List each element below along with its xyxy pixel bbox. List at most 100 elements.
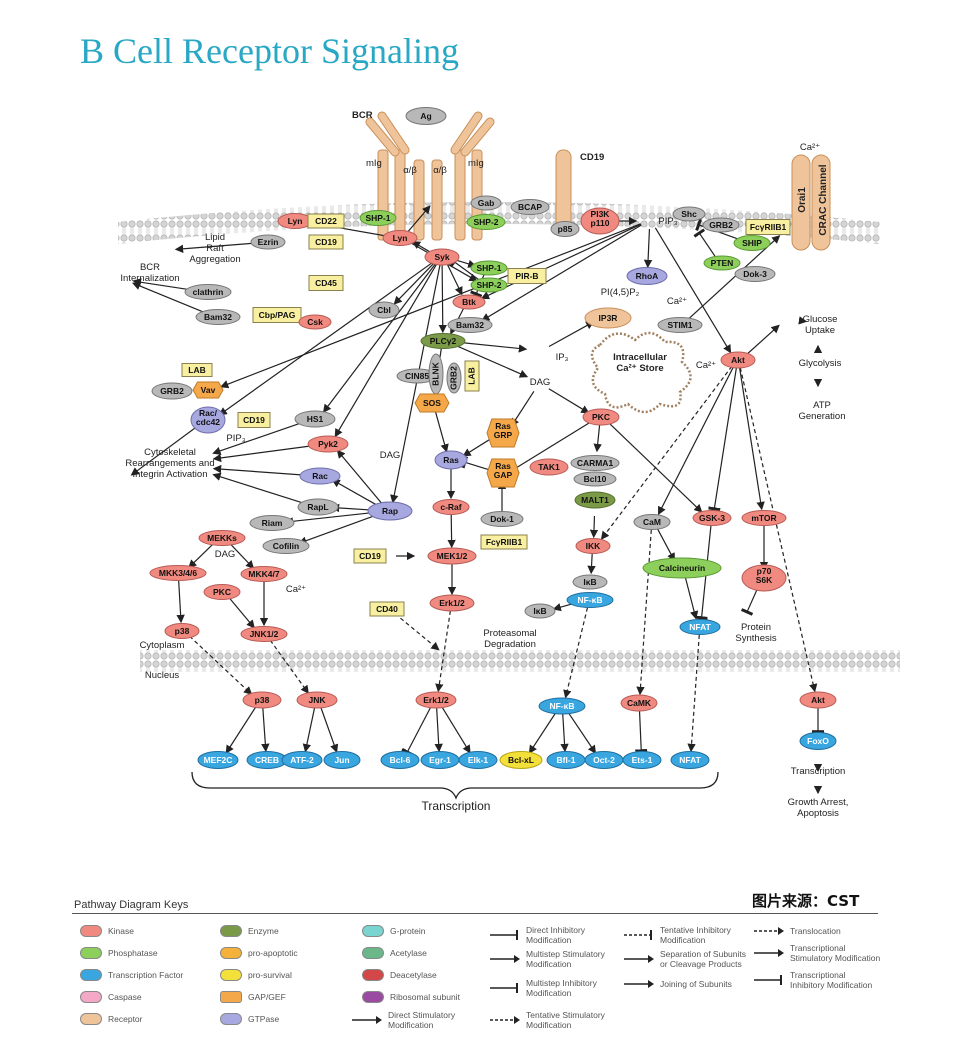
legend-swatch — [220, 925, 242, 937]
legend-arrow-item: Separation of Subunits or Cleavage Produ… — [622, 949, 752, 969]
svg-text:CD40: CD40 — [376, 604, 398, 614]
legend-label: Kinase — [108, 926, 134, 936]
pathway-edge — [739, 367, 765, 511]
pathway-edge — [269, 639, 309, 694]
svg-text:LAB: LAB — [466, 367, 476, 384]
legend-swatch — [80, 991, 102, 1003]
svg-text:SHIP: SHIP — [742, 238, 762, 248]
transcription-brace — [191, 771, 719, 800]
svg-text:Akt: Akt — [731, 355, 745, 365]
node-creb: CREB — [246, 751, 288, 769]
svg-text:CREB: CREB — [255, 755, 279, 765]
nuclear-membrane — [140, 650, 900, 672]
label-ca2b: Ca²⁺ — [667, 296, 687, 307]
legend-arrow-icon — [490, 955, 520, 963]
node-shp2a: SHP-2 — [466, 214, 506, 230]
pathway-edge — [446, 263, 463, 296]
svg-text:Growth Arrest,Apoptosis: Growth Arrest,Apoptosis — [788, 797, 849, 819]
legend-arrow-item: Transcriptional Inhibitory Modification — [752, 970, 882, 990]
legend-swatch — [80, 925, 102, 937]
svg-text:Cytoplasm: Cytoplasm — [140, 640, 185, 651]
node-plcg2: PLCγ2 — [420, 333, 466, 349]
node-stim1: STIM1 — [657, 317, 703, 333]
node-shc: Shc — [672, 206, 706, 222]
label-bcr: BCR — [352, 110, 373, 121]
crac-channel — [791, 154, 831, 251]
svg-text:CD19: CD19 — [359, 551, 381, 561]
svg-text:Erk1/2: Erk1/2 — [439, 598, 465, 608]
pathway-edge — [654, 227, 732, 354]
pathway-edge — [510, 420, 593, 475]
svg-text:Jun: Jun — [334, 755, 349, 765]
node-gab: Gab — [470, 195, 502, 211]
svg-text:Ca²⁺: Ca²⁺ — [286, 584, 306, 595]
node-mef2c: MEF2C — [197, 751, 239, 769]
node-btk: Btk — [452, 294, 486, 310]
node-rapl: RapL — [297, 498, 339, 516]
legend-arrow-item: Multistep Stimulatory Modification — [488, 949, 618, 969]
node-csk: Csk — [298, 314, 332, 330]
legend-swatch — [80, 1013, 102, 1025]
svg-text:DAG: DAG — [380, 450, 401, 461]
node-p38a: p38 — [164, 623, 200, 639]
node-malt1: MALT1 — [574, 491, 616, 509]
svg-text:Cbl: Cbl — [377, 305, 391, 315]
pathway-edge — [174, 241, 263, 253]
svg-text:Rac: Rac — [312, 471, 328, 481]
legend-item: Kinase — [80, 925, 134, 937]
svg-text:Ca²⁺: Ca²⁺ — [800, 142, 820, 153]
pathway-edge — [567, 711, 597, 754]
svg-text:Bcl-6: Bcl-6 — [390, 755, 411, 765]
svg-text:Lyn: Lyn — [288, 216, 303, 226]
node-tak1: TAK1 — [529, 458, 569, 476]
pathway-edge — [589, 515, 599, 539]
node-jnk12: JNK1/2 — [240, 626, 288, 642]
svg-text:Pyk2: Pyk2 — [318, 439, 338, 449]
pathway-edge — [228, 597, 255, 629]
node-bam32a: Bam32 — [195, 309, 241, 325]
legend-arrow-icon — [624, 955, 654, 963]
pathway-edge — [261, 707, 270, 753]
pathway-edge — [449, 256, 481, 282]
svg-text:MEK1/2: MEK1/2 — [437, 551, 468, 561]
svg-text:DAG: DAG — [530, 377, 551, 388]
legend-swatch — [362, 969, 384, 981]
pathway-edge — [212, 464, 311, 477]
pathway-edge — [284, 511, 381, 526]
pathway-edge — [130, 424, 201, 476]
svg-text:CRAC Channel: CRAC Channel — [818, 164, 829, 235]
node-shp2b: SHP-2 — [470, 277, 508, 293]
legend-label: Direct Stimulatory Modification — [388, 1010, 456, 1030]
svg-text:STIM1: STIM1 — [667, 320, 692, 330]
legend-label: Ribosomal subunit — [390, 992, 460, 1002]
node-jun: Jun — [323, 751, 361, 769]
pathway-edge — [510, 391, 535, 427]
label-ca2c: Ca²⁺ — [696, 360, 716, 371]
node-rhoa: RhoA — [626, 267, 668, 285]
node-ag: Ag — [405, 107, 447, 125]
svg-text:PIP₃: PIP₃ — [658, 216, 677, 227]
legend-label: GAP/GEF — [248, 992, 286, 1002]
pathway-edge — [635, 710, 648, 753]
pathway-edge — [212, 420, 306, 455]
node-erk12a: Erk1/2 — [429, 594, 475, 612]
svg-text:MEKKs: MEKKs — [207, 533, 237, 543]
svg-text:Glycolysis: Glycolysis — [799, 358, 842, 369]
label-ip3: IP₃ — [556, 352, 569, 363]
svg-text:PI(4,5)P₂: PI(4,5)P₂ — [601, 287, 640, 298]
label-growth: Growth Arrest,Apoptosis — [788, 797, 849, 819]
svg-text:PIP₃: PIP₃ — [226, 433, 245, 444]
legend-item: G-protein — [362, 925, 425, 937]
legend-label: G-protein — [390, 926, 426, 936]
node-ras: Ras — [434, 450, 468, 470]
legend-item: Transcription Factor — [80, 969, 183, 981]
svg-text:Transcription: Transcription — [791, 766, 846, 777]
legend-item: Caspase — [80, 991, 142, 1003]
